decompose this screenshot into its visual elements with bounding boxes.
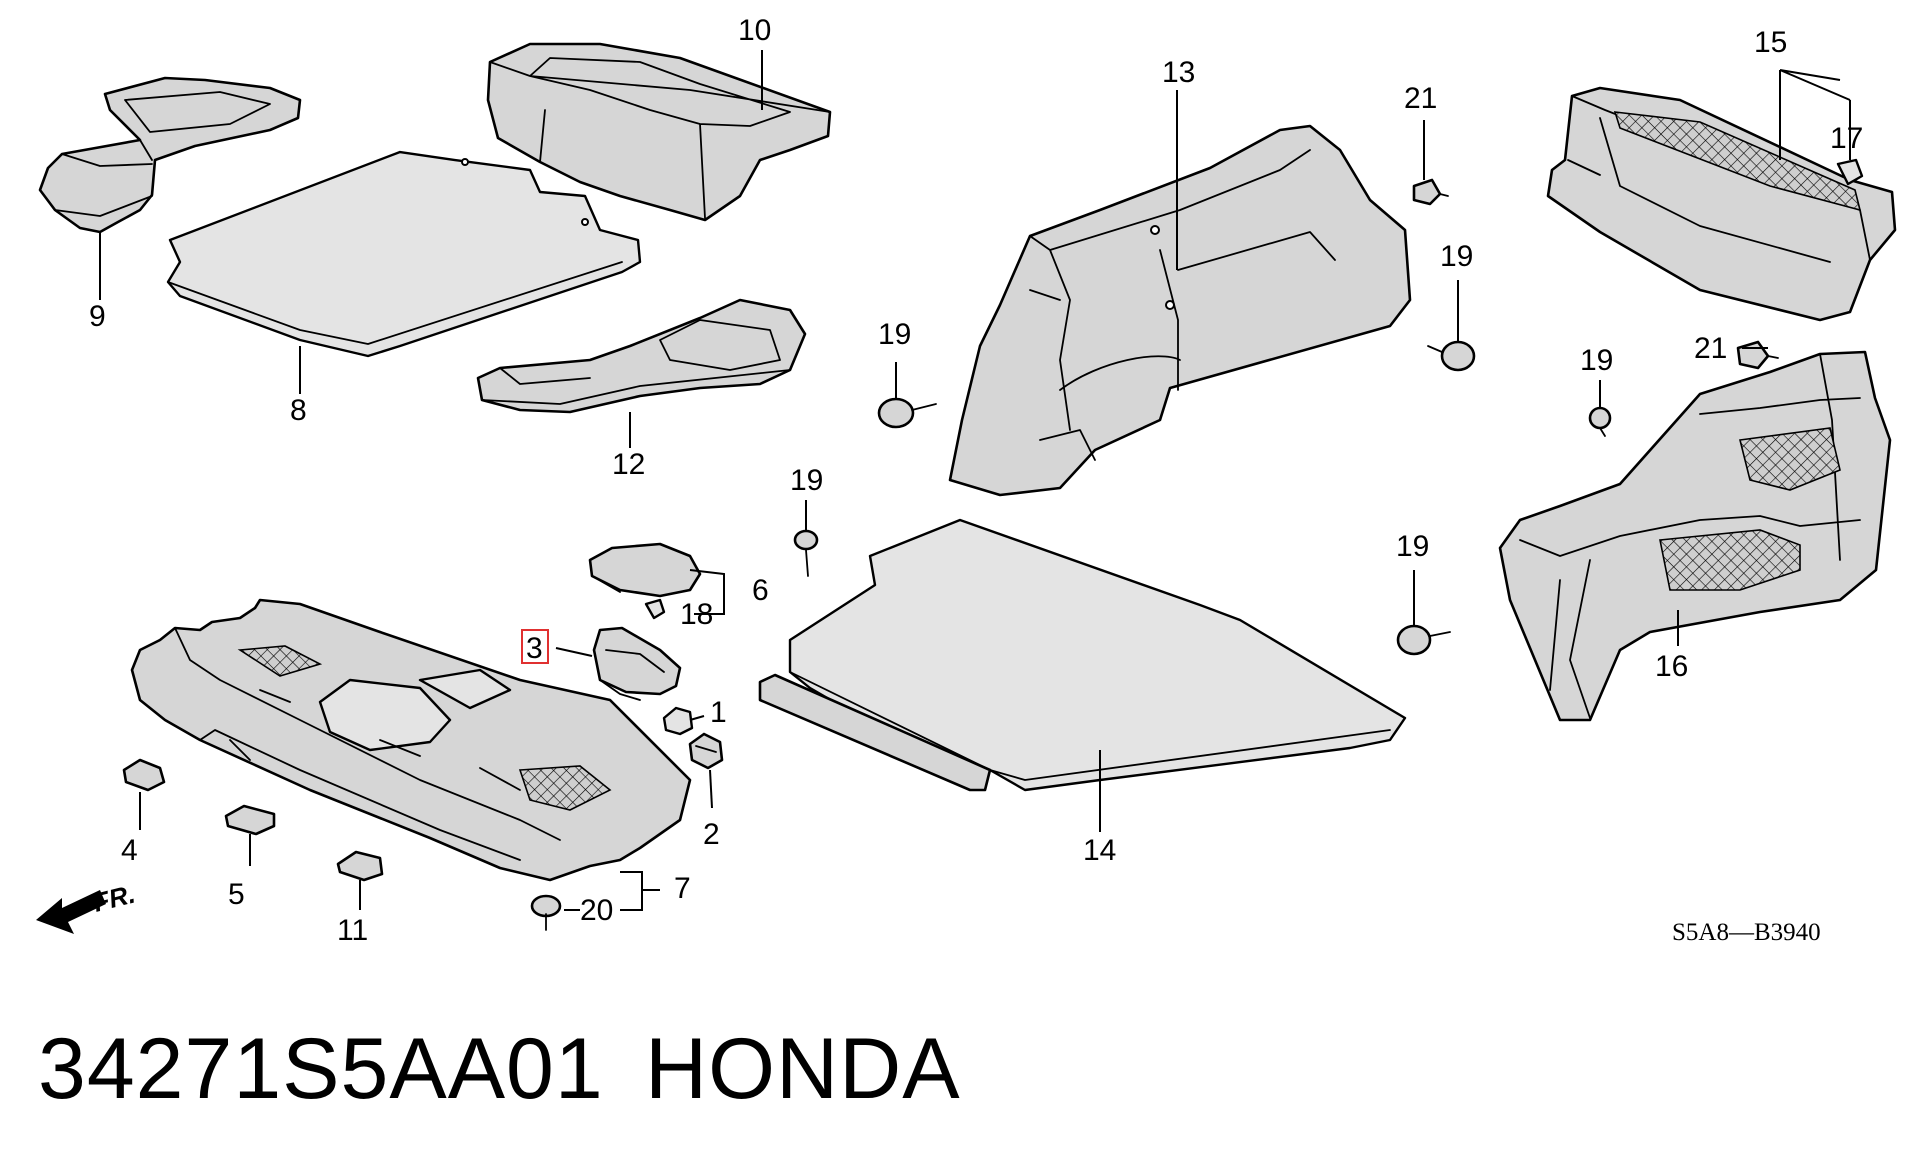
part-3-bracket: [592, 626, 682, 701]
part-10-storage-box: [486, 42, 832, 222]
part-11-bracket: [336, 850, 384, 882]
callout-9: 9: [89, 300, 106, 333]
fastener-19-b: [793, 529, 819, 577]
fastener-21-b: [1736, 340, 1779, 370]
part-14-trunk-mat: [758, 518, 1407, 792]
front-label: FR.: [90, 879, 138, 918]
callout-17: 17: [1830, 122, 1863, 155]
part-5-bracket: [224, 804, 276, 836]
brand-caption: HONDA: [645, 1021, 961, 1117]
callout-10: 10: [738, 14, 771, 47]
callout-1: 1: [710, 696, 727, 729]
fastener-17: [1836, 158, 1864, 186]
fastener-21-a: [1412, 178, 1449, 206]
callout-15: 15: [1754, 26, 1787, 59]
callout-3: 3: [526, 632, 543, 665]
leader-lines: [99, 50, 1851, 911]
callout-6: 6: [752, 574, 769, 607]
fastener-19-e: [1396, 624, 1451, 656]
fastener-19-a: [877, 397, 937, 429]
callout-8: 8: [290, 394, 307, 427]
part-8-floor-panel: [166, 150, 642, 358]
part-6-cover-cap: [588, 542, 702, 598]
callout-2: 2: [703, 818, 720, 851]
callout-11: 11: [337, 914, 368, 947]
part-4-bracket: [122, 758, 166, 792]
callout-18: 18: [680, 598, 713, 631]
callout-14: 14: [1083, 834, 1116, 867]
part-number-caption: 34271S5AA01: [38, 1021, 604, 1117]
fastener-20: [530, 894, 562, 931]
callout-labels: 1 2 3 4 5 6 7 8 9 10 11 12 13 14 15 16 1…: [89, 14, 1863, 947]
callout-21-b: 21: [1694, 332, 1727, 365]
callout-4: 4: [121, 834, 138, 867]
diagram-code: S5A8—B3940: [1672, 919, 1821, 946]
part-2-clip: [688, 732, 724, 770]
rear-shelf-assembly: [130, 598, 692, 882]
callout-13: 13: [1162, 56, 1195, 89]
callout-21-a: 21: [1404, 82, 1437, 115]
fastener-19-d: [1588, 406, 1612, 437]
front-direction-arrow: FR.: [36, 879, 138, 934]
callout-5: 5: [228, 878, 245, 911]
part-9-side-tray: [38, 76, 302, 234]
callout-19-e: 19: [1396, 530, 1429, 563]
part-15-rear-trim-panel: [1546, 86, 1897, 322]
callout-19-a: 19: [878, 318, 911, 351]
callout-12: 12: [612, 448, 645, 481]
callout-7: 7: [674, 872, 691, 905]
callout-16: 16: [1655, 650, 1688, 683]
callout-19-c: 19: [1440, 240, 1473, 273]
callout-19-b: 19: [790, 464, 823, 497]
fastener-18: [644, 598, 666, 620]
part-1-clip: [662, 706, 694, 736]
part-12-side-tray: [476, 298, 807, 414]
fastener-19-c: [1427, 340, 1476, 372]
part-16-trunk-side-lining: [1498, 350, 1892, 722]
callout-3-highlight: [521, 629, 549, 664]
callout-19-d: 19: [1580, 344, 1613, 377]
callout-20: 20: [580, 894, 613, 927]
front-arrow-icon: [36, 890, 106, 934]
part-13-trunk-side-lining: [948, 124, 1412, 497]
